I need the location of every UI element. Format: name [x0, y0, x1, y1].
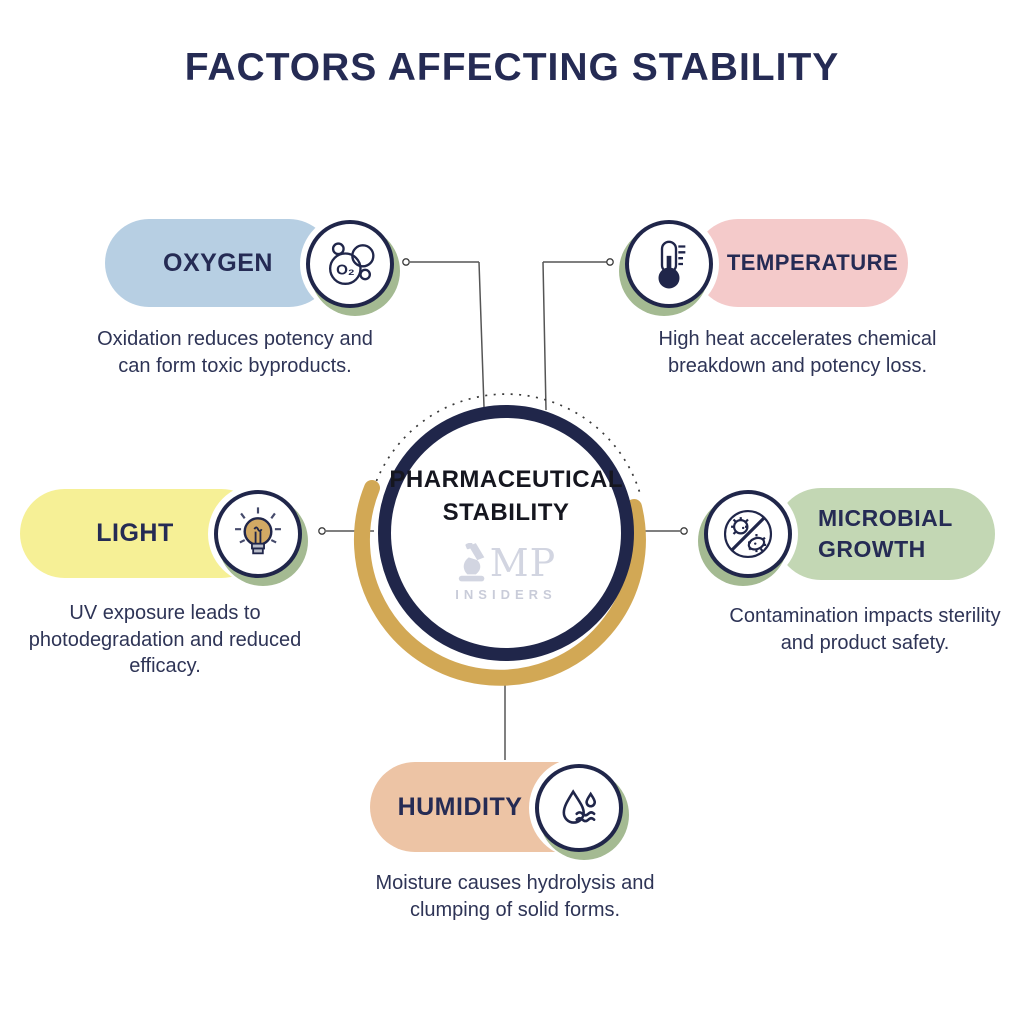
light-icon-medallion [208, 484, 308, 586]
oxygen-molecule-icon: O₂ [329, 242, 375, 285]
logo-text: MP [489, 540, 557, 585]
brand-logo: MP [456, 540, 557, 585]
connector-dot-temperature [606, 258, 614, 266]
humidity-icon-medallion [529, 758, 629, 860]
oxygen-icon-medallion: O₂ [300, 214, 400, 316]
temperature-description: High heat accelerates chemical breakdown… [658, 328, 937, 377]
temperature-label: TEMPERATURE [726, 250, 899, 275]
gold-arc [354, 480, 646, 686]
microbial-label: MICROBIAL GROWTH [818, 504, 953, 562]
microbial-pill [775, 488, 995, 580]
light-description: UV exposure leads to photodegradation an… [28, 602, 302, 678]
microscope-icon [458, 542, 485, 582]
connector-dot-microbial [680, 527, 688, 535]
central-title: PHARMACEUTICAL STABILITY [389, 466, 624, 526]
no-microbes-icon [723, 509, 773, 559]
water-drops-icon [562, 789, 597, 824]
humidity-label: HUMIDITY [397, 792, 523, 821]
temperature-icon-medallion [619, 214, 719, 316]
logo-subtext: INSIDERS [455, 586, 557, 602]
humidity-description: Moisture causes hydrolysis and clumping … [375, 872, 655, 921]
thermometer-icon [658, 240, 686, 289]
microbial-description: Contamination impacts sterility and prod… [729, 605, 1001, 654]
oxygen-pill [105, 219, 333, 307]
microbial-icon-medallion [698, 484, 798, 586]
page-title: FACTORS AFFECTING STABILITY [184, 46, 840, 89]
temperature-pill [694, 219, 908, 307]
light-label: LIGHT [96, 519, 174, 547]
svg-text:O₂: O₂ [336, 262, 355, 279]
connector-dot-light [318, 527, 326, 535]
oxygen-label: OXYGEN [163, 248, 273, 277]
oxygen-description: Oxidation reduces potency and can form t… [97, 328, 373, 377]
lightbulb-icon [235, 507, 281, 555]
central-node: PHARMACEUTICAL STABILITY MP INSIDERS [378, 405, 634, 661]
connector-dot-oxygen [402, 258, 410, 266]
